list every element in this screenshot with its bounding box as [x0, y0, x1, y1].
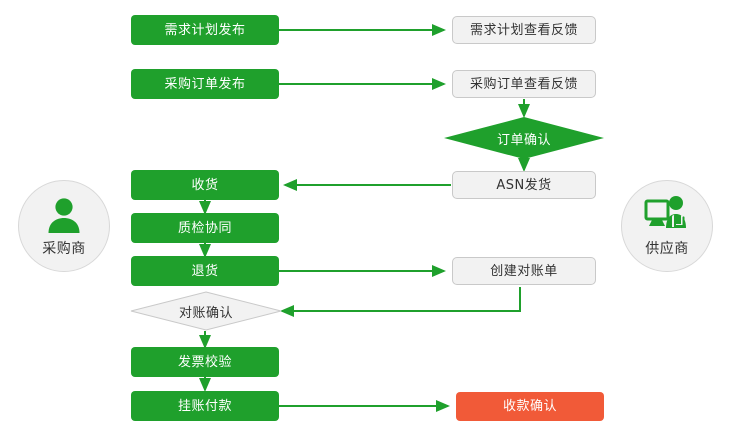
edge-create-statement-to-statement-confirm [280, 287, 521, 317]
node-demand-plan-feedback[interactable]: 需求计划查看反馈 [452, 16, 596, 44]
actor-supplier[interactable]: 供应商 [621, 180, 713, 272]
node-demand-plan-publish-label: 需求计划发布 [164, 22, 246, 38]
node-statement-confirm[interactable]: 对账确认 [130, 291, 282, 331]
node-po-publish-label: 采购订单发布 [164, 76, 246, 92]
node-return-goods[interactable]: 退货 [131, 256, 279, 286]
actor-buyer[interactable]: 采购商 [18, 180, 110, 272]
person-icon [44, 195, 84, 235]
node-receiving-label: 收货 [191, 177, 219, 193]
node-receiving[interactable]: 收货 [131, 170, 279, 200]
node-statement-confirm-label: 对账确认 [178, 305, 233, 321]
node-order-confirm-label: 订单确认 [496, 132, 551, 148]
node-po-feedback[interactable]: 采购订单查看反馈 [452, 70, 596, 98]
node-payment-posting[interactable]: 挂账付款 [131, 391, 279, 421]
node-asn-shipment[interactable]: ASN发货 [452, 171, 596, 199]
node-asn-shipment-label: ASN发货 [496, 177, 552, 193]
node-order-confirm[interactable]: 订单确认 [444, 117, 604, 159]
node-create-statement-label: 创建对账单 [490, 263, 558, 279]
node-po-publish[interactable]: 采购订单发布 [131, 69, 279, 99]
node-invoice-verify-label: 发票校验 [177, 354, 232, 370]
node-payment-confirm[interactable]: 收款确认 [456, 392, 604, 421]
node-return-goods-label: 退货 [191, 263, 219, 279]
actor-supplier-label: 供应商 [645, 240, 689, 257]
person-at-computer-icon [644, 195, 690, 235]
actor-buyer-label: 采购商 [42, 240, 86, 257]
node-demand-plan-feedback-label: 需求计划查看反馈 [469, 22, 578, 38]
node-demand-plan-publish[interactable]: 需求计划发布 [131, 15, 279, 45]
node-invoice-verify[interactable]: 发票校验 [131, 347, 279, 377]
node-create-statement[interactable]: 创建对账单 [452, 257, 596, 285]
node-payment-confirm-label: 收款确认 [502, 399, 557, 414]
node-quality-collab-label: 质检协同 [177, 220, 232, 236]
node-quality-collab[interactable]: 质检协同 [131, 213, 279, 243]
node-po-feedback-label: 采购订单查看反馈 [469, 76, 578, 92]
node-payment-posting-label: 挂账付款 [177, 398, 232, 414]
